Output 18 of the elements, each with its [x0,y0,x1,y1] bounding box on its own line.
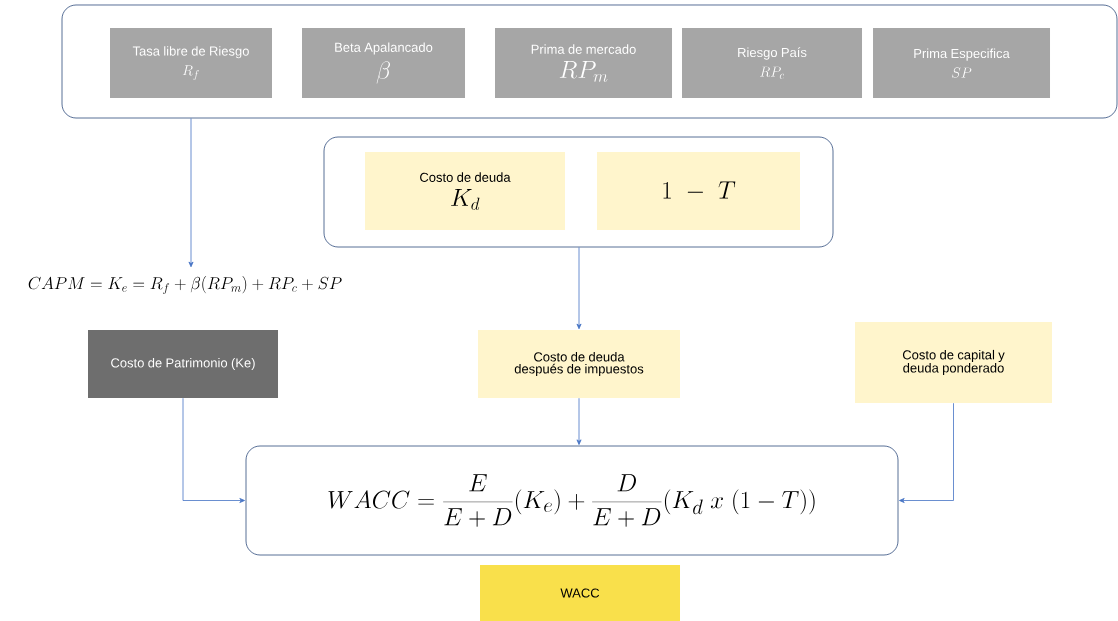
arrow [182,397,245,503]
arrow [576,247,582,330]
input-box: Tasa libre de Riesgo $R_f$ [110,28,272,98]
capm-formula: $CAPM = K_e = R_f + \beta(RP_m) + RP_c + SP$ [28,276,342,295]
input-box: Costo de deuda $K_d$ [365,152,565,230]
arrow [899,402,954,503]
input-box: $1-T$ [597,152,800,230]
wacc-formula-box: $WACC = \frac{E}{E+D}(K_e) + \frac{D}{E+D}\bigl(K_d\; x\; (1-T)\bigr)$ [245,445,899,556]
arrow [576,397,582,445]
result-box: WACC [480,565,680,621]
result-box: Costo de Patrimonio (Ke) [88,330,278,398]
result-box: Costo de deuda después de impuestos [478,330,680,398]
arrow [188,118,194,268]
input-box: Prima de mercado $RP_m$ [495,28,672,98]
input-box: Prima Especifica $SP$ [873,28,1050,98]
input-box: Riesgo País $RP_c$ [682,28,862,98]
result-box: Costo de capital y deuda ponderado [855,322,1052,403]
input-box: Beta Apalancado $\beta$ [302,28,465,98]
